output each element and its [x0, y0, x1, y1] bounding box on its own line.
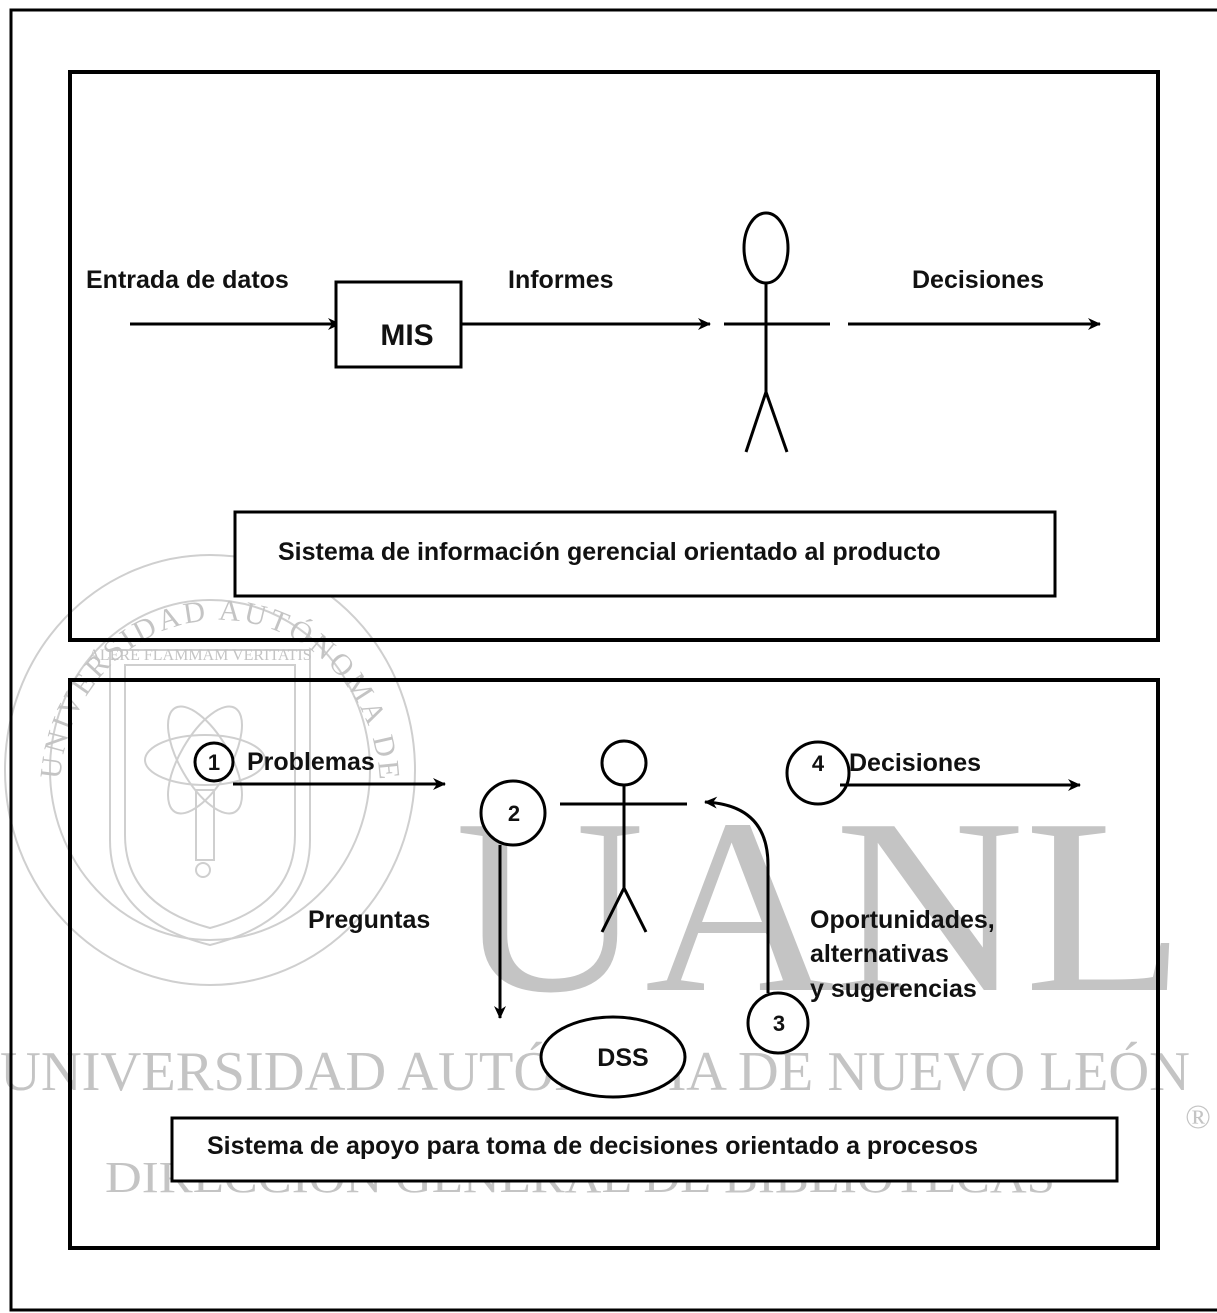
step4-number: 4 — [812, 751, 825, 776]
step1-number: 1 — [208, 750, 220, 775]
step3-circle — [746, 991, 810, 1055]
mis-caption: Sistema de información gerencial orienta… — [278, 538, 941, 566]
mis-input-label: Entrada de datos — [86, 266, 289, 294]
step3-label-line2: alternativas — [810, 940, 949, 968]
step3-number: 3 — [773, 1011, 785, 1036]
dss-caption: Sistema de apoyo para toma de decisiones… — [207, 1132, 978, 1160]
step2-number: 2 — [508, 801, 520, 826]
seal-motto: ALERE FLAMMAM VERITATIS — [88, 647, 311, 664]
mis-person-figure — [724, 211, 830, 453]
dss-ellipse — [539, 1015, 687, 1099]
mis-panel: Entrada de datos MIS Informes Decisiones… — [68, 70, 1160, 642]
step4-label: Decisiones — [849, 749, 981, 777]
step3-label-line1: Oportunidades, — [810, 906, 995, 934]
dss-label: DSS — [597, 1044, 648, 1072]
dss-panel-frame — [68, 678, 1160, 1250]
step4-circle — [785, 740, 851, 806]
dss-caption-box — [170, 1116, 1119, 1183]
dss-panel: 1 Problemas 2 Preguntas DSS 3 Oportunida… — [68, 678, 1160, 1250]
step3-label-line3: y sugerencias — [810, 975, 977, 1003]
step2-circle — [479, 779, 547, 847]
university-seal — [4, 554, 416, 986]
opportunities-arrow — [704, 796, 770, 993]
watermark-registered-mark: ® — [1185, 1099, 1211, 1136]
mis-reports-label: Informes — [508, 266, 614, 294]
dss-person-figure — [560, 739, 687, 933]
mis-caption-box — [233, 510, 1057, 598]
watermark-uanl: UANL — [455, 768, 1185, 1045]
mis-box-label: MIS — [380, 319, 433, 352]
step1-circle — [193, 741, 235, 783]
seal-outer-text: UNIVERSIDAD AUTÓNOMA DE NUEVO LEÓN — [0, 0, 406, 794]
mis-decisions-label: Decisiones — [912, 266, 1044, 294]
step1-label: Problemas — [247, 748, 375, 776]
page-frame — [9, 8, 1217, 1312]
step2-label: Preguntas — [308, 906, 430, 934]
mis-panel-frame — [68, 70, 1160, 642]
